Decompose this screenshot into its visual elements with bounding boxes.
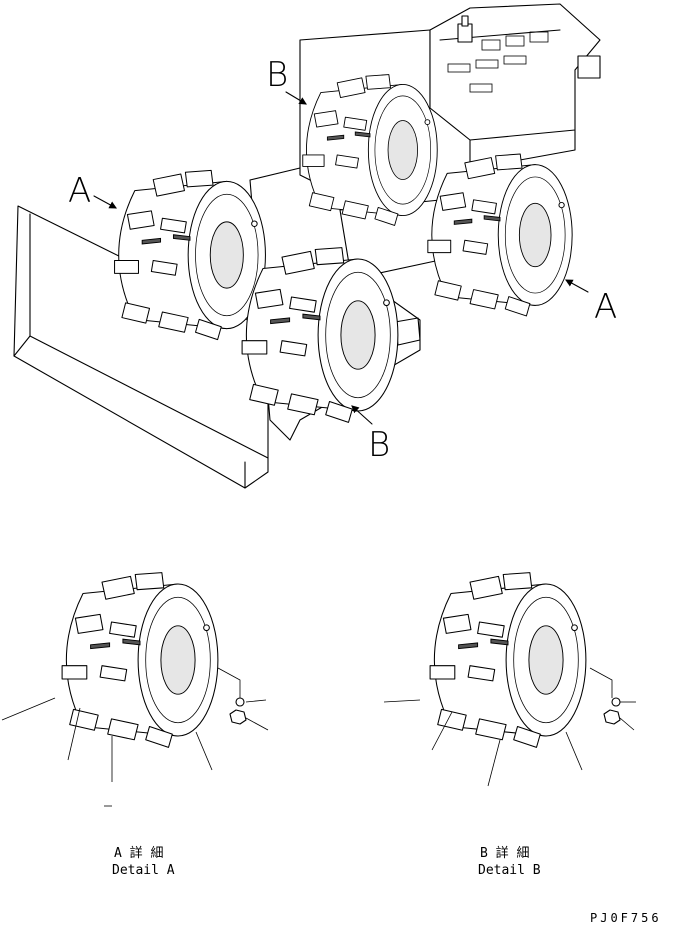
view-label-a-left: A	[68, 171, 91, 211]
view-label-a-right: A	[594, 287, 617, 327]
detail-a-drawing: A 詳 細 Detail A	[1, 572, 269, 878]
view-label-b-top: B	[266, 55, 288, 95]
detail-b-jp: B 詳 細	[480, 845, 529, 861]
detail-b-drawing: B 詳 細 Detail B	[383, 572, 636, 878]
detail-a-en: Detail A	[112, 863, 175, 878]
drawing-code: PJ0F756	[590, 911, 662, 925]
detail-a-jp: A 詳 細	[114, 845, 163, 861]
detail-a-caption: A 詳 細 Detail A	[112, 845, 175, 878]
machine-main-view: A B A B	[13, 3, 617, 489]
view-label-b-bottom: B	[368, 425, 390, 465]
detail-b-caption: B 詳 細 Detail B	[478, 845, 541, 878]
detail-b-en: Detail B	[478, 863, 541, 878]
